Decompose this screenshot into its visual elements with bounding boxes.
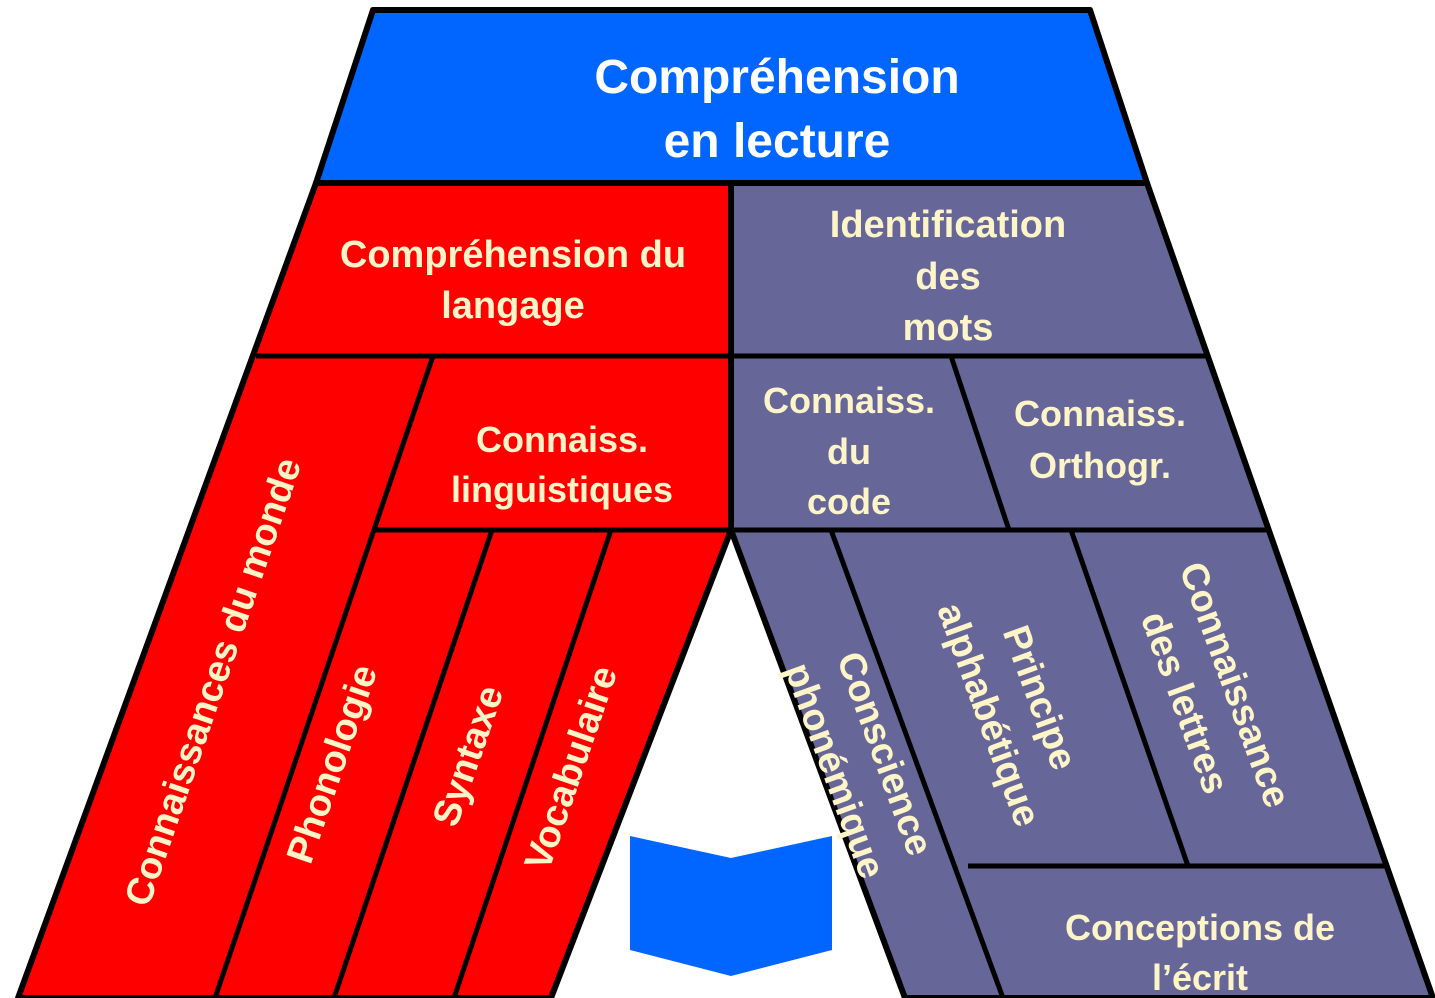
identification-mots-line-1: Identification [830, 204, 1066, 246]
conceptions-ecrit-line-2: l’écrit [1152, 957, 1248, 998]
divider-lettres [1068, 529, 1191, 867]
left-branch [18, 183, 731, 998]
connaiss-orthogr-line-2: Orthogr. [1029, 445, 1171, 486]
connaiss-linguistiques-line-2: linguistiques [451, 469, 673, 510]
connaiss-code-line-3: code [807, 481, 891, 522]
connaiss-orthogr-line-1: Connaiss. [1014, 393, 1186, 434]
divider-phonemique [828, 529, 1006, 998]
divider-phono-syntaxe [331, 529, 495, 998]
comprehension-langage-line-2: langage [441, 285, 585, 327]
right-branch [731, 183, 1433, 998]
conceptions-ecrit-line-1: Conceptions de [1065, 907, 1335, 948]
identification-mots-line-3: mots [903, 307, 994, 349]
title-line-2: en lecture [664, 115, 891, 168]
divider-syntaxe-vocab [451, 529, 614, 998]
connaiss-code-line-1: Connaiss. [763, 380, 935, 421]
comprehension-langage-line-1: Compréhension du [340, 234, 686, 276]
connaiss-linguistiques-line-1: Connaiss. [476, 419, 648, 460]
open-book-icon [630, 836, 832, 976]
connaiss-code-line-2: du [827, 431, 871, 472]
right-outline [728, 180, 1435, 998]
top-band [316, 10, 1147, 183]
title-line-1: Compréhension [594, 51, 959, 104]
identification-mots-line-2: des [915, 256, 980, 298]
divider-code-orthogr [948, 355, 1012, 531]
left-outline [15, 180, 734, 998]
divider-monde [212, 355, 436, 998]
